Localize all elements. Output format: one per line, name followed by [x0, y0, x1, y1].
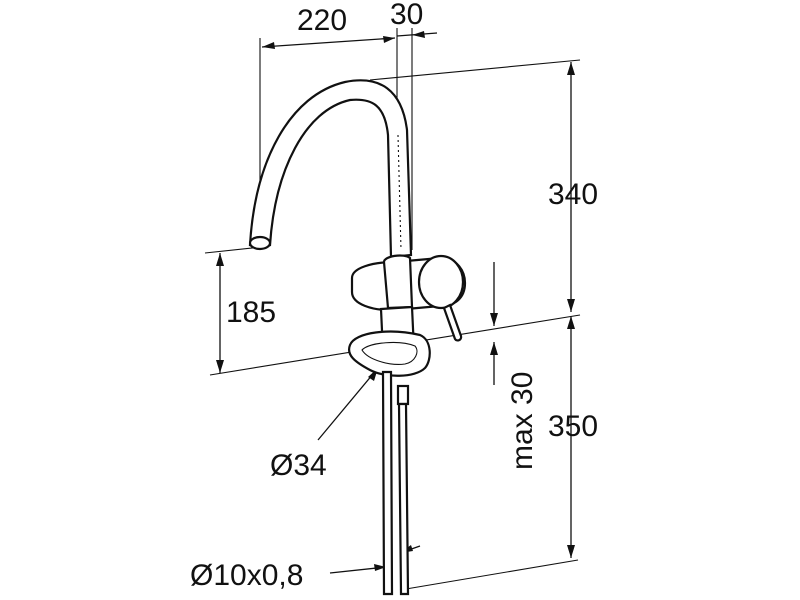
hose-connector: [396, 384, 410, 406]
label-340: 340: [548, 178, 598, 211]
label-220: 220: [297, 4, 347, 37]
supply-pipe-right: [397, 402, 410, 596]
label-30: 30: [390, 0, 423, 31]
lever-handle: [442, 303, 463, 342]
label-185: 185: [226, 296, 276, 329]
dimension-lines: [216, 31, 575, 574]
label-diameter-34: Ø34: [270, 449, 327, 482]
label-350: 350: [548, 410, 598, 443]
base-plate: [347, 330, 431, 377]
supply-pipe-left: [381, 370, 394, 596]
label-pipe-spec: Ø10x0,8: [190, 559, 303, 592]
lever-cap: [417, 254, 465, 310]
faucet: [248, 79, 467, 596]
spout: [248, 79, 413, 259]
label-max-30: max 30: [506, 372, 539, 470]
spout-tip: [248, 235, 272, 251]
